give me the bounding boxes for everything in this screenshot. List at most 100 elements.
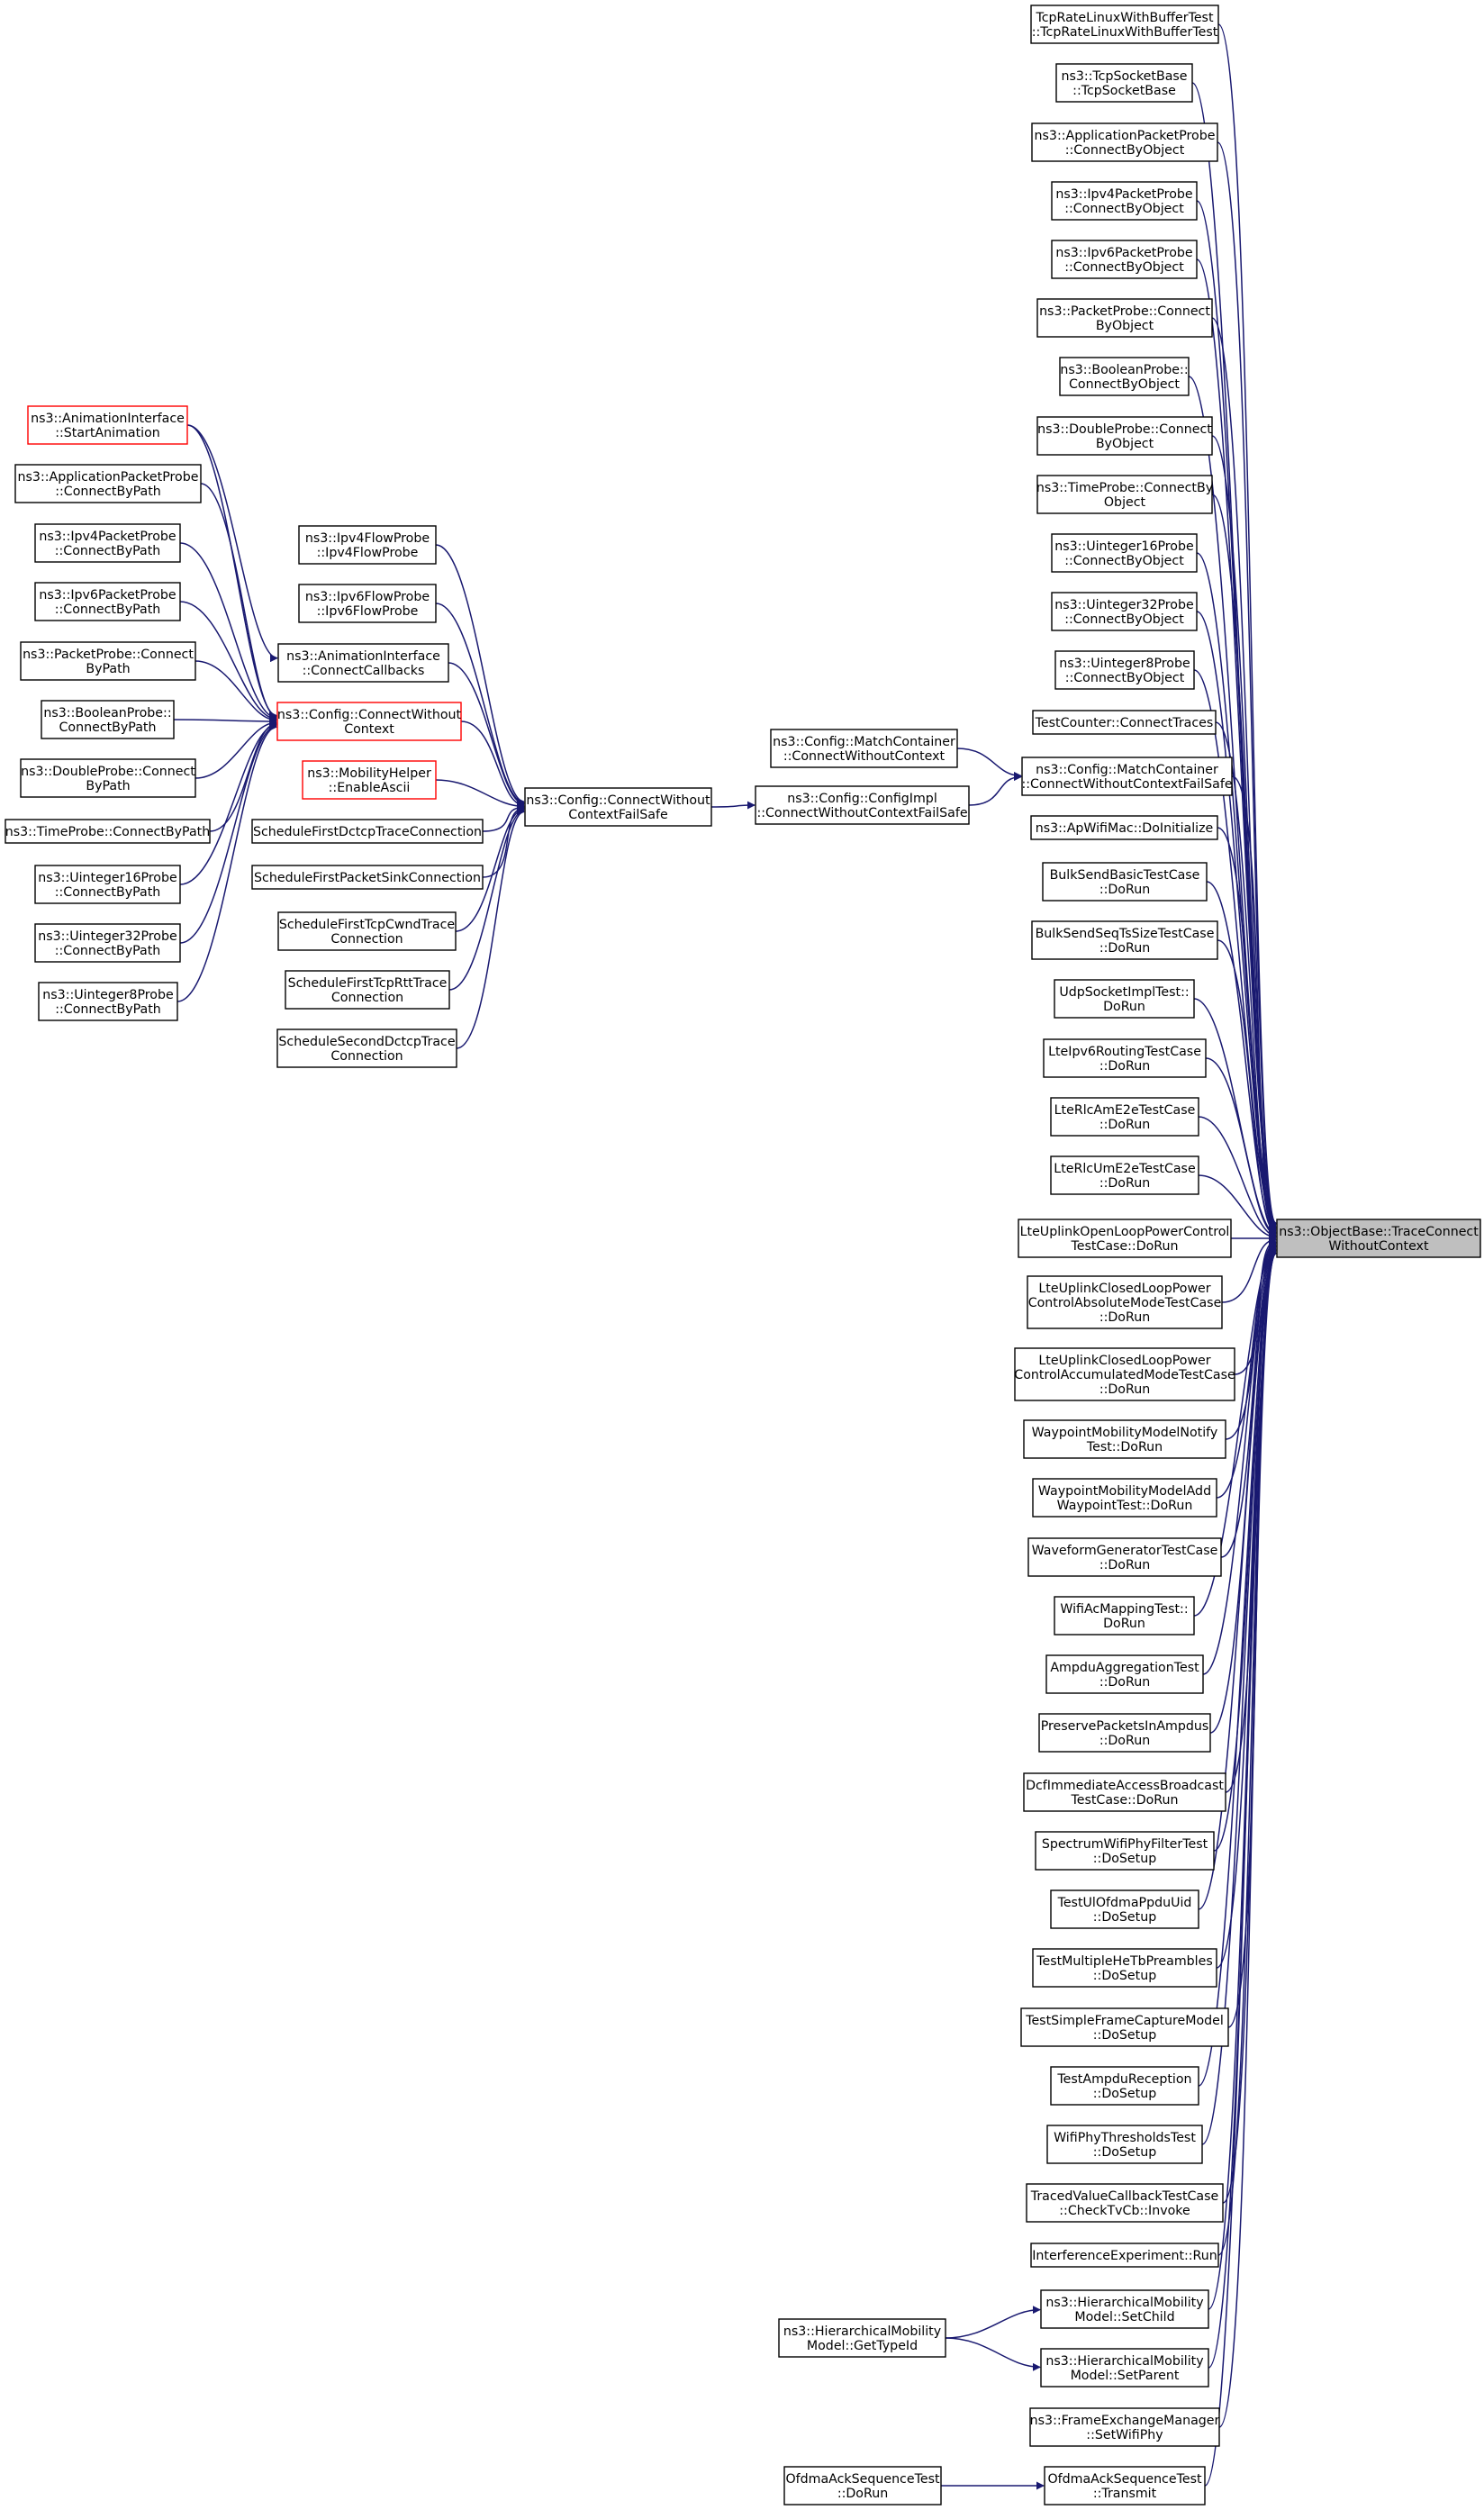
node-testampdu[interactable]: TestAmpduReception::DoSetup xyxy=(1050,2066,1199,2106)
node-mc-cwc[interactable]: ns3::Config::MatchContainer::ConnectWith… xyxy=(770,729,958,768)
node-hm-setparent[interactable]: ns3::HierarchicalMobilityModel::SetParen… xyxy=(1040,2348,1209,2388)
node-preserve[interactable]: PreservePacketsInAmpdus::DoRun xyxy=(1038,1713,1211,1753)
node-udpsock[interactable]: UdpSocketImplTest::DoRun xyxy=(1054,979,1195,1019)
node-lteclosedacc[interactable]: LteUplinkClosedLoopPowerControlAccumulat… xyxy=(1014,1347,1235,1401)
node-waveform[interactable]: WaveformGeneratorTestCase::DoRun xyxy=(1027,1537,1222,1577)
node-ipv6-path[interactable]: ns3::Ipv6PacketProbe::ConnectByPath xyxy=(34,582,181,621)
node-u8-path[interactable]: ns3::Uinteger8Probe::ConnectByPath xyxy=(38,982,178,1021)
node-u8-obj[interactable]: ns3::Uinteger8Probe::ConnectByObject xyxy=(1054,650,1195,690)
node-label: SpectrumWifiPhyFilterTest xyxy=(1042,1837,1208,1852)
node-label: ns3::Ipv4PacketProbe xyxy=(1055,187,1192,202)
node-box xyxy=(20,758,196,798)
node-testsimple[interactable]: TestSimpleFrameCaptureModel::DoSetup xyxy=(1020,2007,1229,2047)
node-label: WithoutContext xyxy=(1328,1239,1428,1254)
edge-lteipv6-to-target xyxy=(1205,1057,1277,1239)
node-box xyxy=(41,700,175,739)
node-app-obj[interactable]: ns3::ApplicationPacketProbe::ConnectByOb… xyxy=(1031,122,1218,162)
node-dbl-path[interactable]: ns3::DoubleProbe::ConnectByPath xyxy=(20,758,196,798)
node-label: TestCounter::ConnectTraces xyxy=(1035,716,1214,730)
node-box xyxy=(1031,122,1218,162)
node-pkt-obj[interactable]: ns3::PacketProbe::ConnectByObject xyxy=(1036,298,1213,338)
node-ofdma-tx[interactable]: OfdmaAckSequenceTest::Transmit xyxy=(1044,2466,1206,2505)
node-bool-path[interactable]: ns3::BooleanProbe::ConnectByPath xyxy=(41,700,175,739)
node-anim-cb[interactable]: ns3::AnimationInterface::ConnectCallback… xyxy=(277,643,449,683)
node-frameex[interactable]: ns3::FrameExchangeManager::SetWifiPhy xyxy=(1029,2407,1220,2447)
node-dbl-obj[interactable]: ns3::DoubleProbe::ConnectByObject xyxy=(1036,416,1213,456)
node-cfg-cwc[interactable]: ns3::Config::ConnectWithoutContext xyxy=(276,702,462,741)
node-mobhelper[interactable]: ns3::MobilityHelper::EnableAscii xyxy=(302,760,437,800)
node-sfdctcp[interactable]: ScheduleFirstDctcpTraceConnection xyxy=(251,819,484,844)
node-traced[interactable]: TracedValueCallbackTestCase::CheckTvCb::… xyxy=(1026,2183,1224,2223)
node-spectrum[interactable]: SpectrumWifiPhyFilterTest::DoSetup xyxy=(1035,1831,1215,1871)
node-mc-cwcfs[interactable]: ns3::Config::MatchContainer::ConnectWith… xyxy=(1021,757,1233,796)
node-dcf[interactable]: DcfImmediateAccessBroadcastTestCase::DoR… xyxy=(1023,1772,1226,1812)
node-ci-cwcfs[interactable]: ns3::Config::ConfigImpl::ConnectWithoutC… xyxy=(755,785,970,825)
node-bulkseq[interactable]: BulkSendSeqTsSizeTestCase::DoRun xyxy=(1031,920,1218,960)
edge-wifiac-to-target xyxy=(1193,1241,1277,1617)
edge-lteclosedabs-to-target xyxy=(1221,1235,1277,1303)
node-pkt-path[interactable]: ns3::PacketProbe::ConnectByPath xyxy=(20,641,196,681)
node-box xyxy=(1051,592,1198,631)
node-cfg-cwcfs[interactable]: ns3::Config::ConnectWithoutContextFailSa… xyxy=(524,787,712,827)
node-ipv6-obj[interactable]: ns3::Ipv6PacketProbe::ConnectByObject xyxy=(1051,240,1198,279)
node-lteclosedabs[interactable]: LteUplinkClosedLoopPowerControlAbsoluteM… xyxy=(1027,1275,1223,1329)
node-wifiac[interactable]: WifiAcMappingTest::DoRun xyxy=(1054,1596,1195,1636)
node-interference[interactable]: InterferenceExperiment::Run xyxy=(1030,2243,1219,2268)
node-ipv6flow[interactable]: ns3::Ipv6FlowProbe::Ipv6FlowProbe xyxy=(298,584,437,623)
edge-u16-path-to-cfg-cwc xyxy=(179,720,277,885)
node-label: ::DoRun xyxy=(1099,1675,1150,1690)
node-sfpktsink[interactable]: ScheduleFirstPacketSinkConnection xyxy=(251,865,484,890)
node-bool-obj[interactable]: ns3::BooleanProbe::ConnectByObject xyxy=(1059,357,1190,396)
node-tcpsock[interactable]: ns3::TcpSocketBase::TcpSocketBase xyxy=(1055,63,1193,103)
node-u32-obj[interactable]: ns3::Uinteger32Probe::ConnectByObject xyxy=(1051,592,1198,631)
node-u32-path[interactable]: ns3::Uinteger32Probe::ConnectByPath xyxy=(34,923,181,963)
node-anim-start[interactable]: ns3::AnimationInterface::StartAnimation xyxy=(27,405,188,445)
node-box xyxy=(1021,757,1233,796)
node-lterlcum[interactable]: LteRlcUmE2eTestCase::DoRun xyxy=(1050,1155,1199,1195)
node-lterlcam[interactable]: LteRlcAmE2eTestCase::DoRun xyxy=(1050,1097,1199,1137)
node-label: WaveformGeneratorTestCase xyxy=(1032,1544,1218,1558)
node-ofdma-run[interactable]: OfdmaAckSequenceTest::DoRun xyxy=(783,2466,942,2505)
node-label: ::ConnectByObject xyxy=(1064,260,1184,275)
node-lteipv6[interactable]: LteIpv6RoutingTestCase::DoRun xyxy=(1043,1038,1207,1078)
node-app-path[interactable]: ns3::ApplicationPacketProbe::ConnectByPa… xyxy=(14,464,202,503)
node-ipv4-path[interactable]: ns3::Ipv4PacketProbe::ConnectByPath xyxy=(34,523,181,563)
node-ipv4flow[interactable]: ns3::Ipv4FlowProbe::Ipv4FlowProbe xyxy=(298,525,437,565)
edge-sftcprtt-to-cfg-cwcfs xyxy=(448,806,525,991)
node-wifiphy[interactable]: WifiPhyThresholdsTest::DoSetup xyxy=(1046,2125,1203,2164)
node-hm-gettype[interactable]: ns3::HierarchicalMobilityModel::GetTypeI… xyxy=(778,2318,946,2358)
node-label: ns3::Ipv6PacketProbe xyxy=(1055,246,1192,260)
node-label: Connection xyxy=(331,991,403,1005)
node-label: DoRun xyxy=(1103,1000,1145,1014)
edge-wpadd-to-target xyxy=(1216,1239,1277,1499)
node-lteopen[interactable]: LteUplinkOpenLoopPowerControlTestCase::D… xyxy=(1018,1219,1232,1258)
node-time-path[interactable]: ns3::TimeProbe::ConnectByPath xyxy=(5,819,211,844)
node-label: OfdmaAckSequenceTest xyxy=(785,2472,940,2487)
edge-bool-path-to-cfg-cwc xyxy=(173,717,277,726)
node-testcounter[interactable]: TestCounter::ConnectTraces xyxy=(1032,710,1217,735)
node-ipv4-obj[interactable]: ns3::Ipv4PacketProbe::ConnectByObject xyxy=(1051,181,1198,221)
node-target[interactable]: ns3::ObjectBase::TraceConnectWithoutCont… xyxy=(1276,1219,1481,1258)
node-ampdu[interactable]: AmpduAggregationTest::DoRun xyxy=(1045,1654,1204,1694)
node-testul[interactable]: TestUlOfdmaPpduUid::DoSetup xyxy=(1050,1889,1199,1929)
node-testmulti[interactable]: TestMultipleHeTbPreambles::DoSetup xyxy=(1032,1948,1217,1988)
edge-frameex-to-target xyxy=(1218,1249,1277,2428)
node-box xyxy=(34,865,181,904)
node-apwifi[interactable]: ns3::ApWifiMac::DoInitialize xyxy=(1030,815,1218,840)
node-bulkbasic[interactable]: BulkSendBasicTestCase::DoRun xyxy=(1042,862,1208,902)
node-box xyxy=(14,464,202,503)
node-wpadd[interactable]: WaypointMobilityModelAddWaypointTest::Do… xyxy=(1032,1478,1217,1518)
node-tcprate[interactable]: TcpRateLinuxWithBufferTest::TcpRateLinux… xyxy=(1030,5,1219,44)
node-box xyxy=(1040,2289,1209,2329)
node-u16-path[interactable]: ns3::Uinteger16Probe::ConnectByPath xyxy=(34,865,181,904)
node-u16-obj[interactable]: ns3::Uinteger16Probe::ConnectByObject xyxy=(1051,533,1198,573)
node-time-obj[interactable]: ns3::TimeProbe::ConnectByObject xyxy=(1036,475,1213,514)
node-label: ::CheckTvCb::Invoke xyxy=(1059,2204,1190,2218)
node-label: WifiAcMappingTest:: xyxy=(1060,1602,1188,1617)
